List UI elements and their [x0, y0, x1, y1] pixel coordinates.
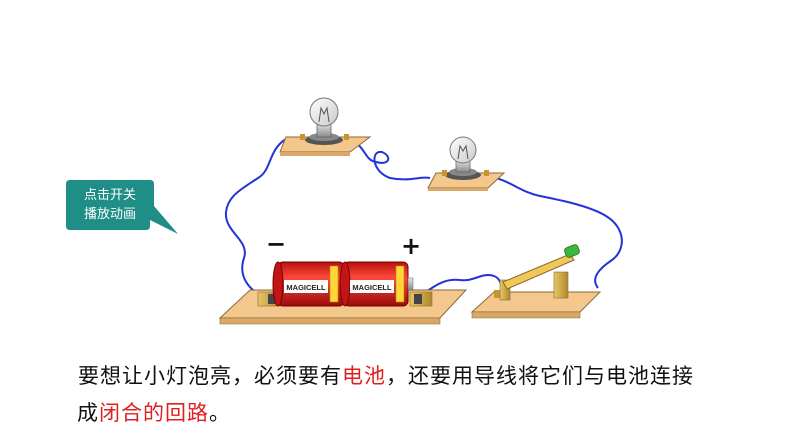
caption-line-2-text-a: 成: [77, 401, 99, 425]
callout-line-2: 播放动画: [83, 207, 136, 222]
battery-cell-1: MAGICELL: [272, 261, 345, 307]
knife-switch[interactable]: [470, 244, 602, 319]
caption-line-1-text-b: ，还要用导线将它们与电池连接: [386, 364, 694, 388]
wire-bulb2-to-switch: [487, 175, 623, 289]
caption-line-1-text-a: 要想让小灯泡亮，必须要有: [78, 364, 342, 388]
callout-text: 点击开关 播放动画: [66, 186, 154, 224]
callout-line-1: 点击开关: [83, 188, 136, 203]
callout-bubble-shape: [66, 180, 178, 234]
positive-terminal-sign: +: [401, 232, 421, 260]
battery-cell-1-label: MAGICELL: [286, 283, 326, 292]
bulb-1: [279, 97, 372, 156]
caption-highlight-closed-loop: 闭合的回路: [99, 401, 209, 425]
switch-handle: [564, 244, 580, 258]
battery-holder: MAGICELL MAGICELL − +: [218, 230, 468, 325]
switch-board: [470, 291, 602, 313]
battery-cell-2-label: MAGICELL: [352, 283, 392, 292]
wire-bulb1-to-bulb2: [349, 139, 431, 181]
wire-bulb1-to-battery: [224, 138, 287, 299]
battery-cell-2: MAGICELL: [339, 261, 414, 307]
play-animation-callout[interactable]: 点击开关 播放动画: [66, 180, 178, 234]
caption-line-2-text-b: 。: [209, 401, 231, 425]
caption-line-2: 成闭合的回路。: [77, 395, 778, 432]
caption: 要想让小灯泡亮，必须要有电池，还要用导线将它们与电池连接 成闭合的回路。: [77, 358, 778, 432]
caption-highlight-battery: 电池: [342, 364, 386, 388]
negative-terminal-sign: −: [266, 230, 286, 258]
bulb-2: [427, 136, 506, 191]
caption-line-1: 要想让小灯泡亮，必须要有电池，还要用导线将它们与电池连接: [78, 358, 778, 395]
switch-blade: [502, 253, 575, 290]
